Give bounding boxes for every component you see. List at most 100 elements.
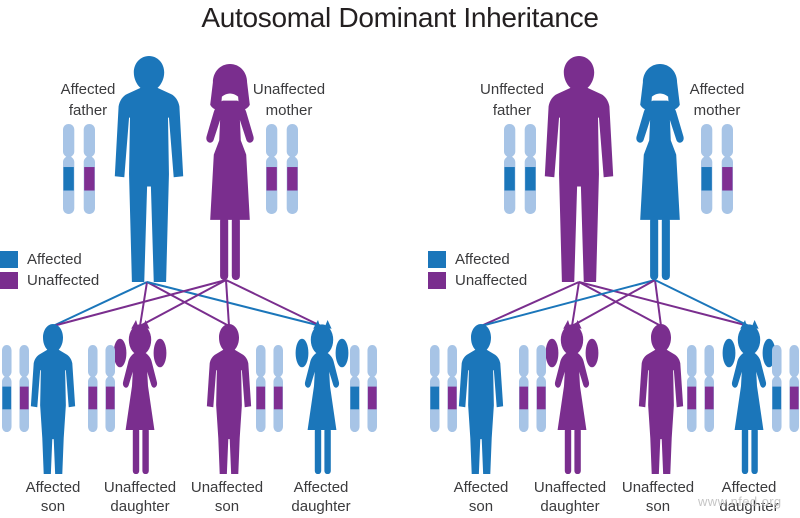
inheritance-line-panel2-mother-child3 [654, 279, 662, 327]
child-figure-left-4 [295, 320, 349, 474]
chromosome-maternal [286, 124, 298, 214]
inheritance-line-panel1-father-child1 [52, 281, 148, 327]
inheritance-line-panel1-mother-child4 [225, 279, 322, 327]
affected-swatch [428, 251, 446, 268]
affected-swatch [0, 251, 18, 268]
inheritance-line-panel1-mother-child1 [52, 279, 227, 327]
allele-band [519, 386, 529, 410]
chromosome-paternal [430, 345, 440, 432]
father-label-left: Affected father [60, 81, 116, 119]
father-chromosomes-left [63, 124, 95, 214]
allele-band [722, 167, 733, 191]
chromosome-paternal [504, 124, 516, 214]
chromosome-paternal [63, 124, 75, 214]
allele-band [525, 167, 536, 191]
child-figure-right-2 [545, 320, 599, 474]
mother-chromosomes-right [701, 124, 733, 214]
chromosome-maternal [83, 124, 95, 214]
diagram-title: Autosomal Dominant Inheritance [201, 2, 599, 33]
child-chromosomes-right-3 [687, 345, 714, 432]
chromosome-maternal [273, 345, 283, 432]
unaffected-swatch [0, 272, 18, 289]
allele-band [266, 167, 277, 191]
chromosome-paternal [256, 345, 266, 432]
watermark: www.nfed.org [698, 494, 782, 509]
child-chromosomes-left-1 [2, 345, 29, 432]
allele-band [430, 386, 440, 410]
father-label-right: Unffected father [480, 81, 544, 119]
chromosome-maternal [721, 124, 733, 214]
allele-band [367, 386, 377, 410]
inheritance-line-panel2-mother-child2 [571, 279, 656, 327]
inheritance-line-panel1-father-child2 [139, 281, 148, 327]
chromosome-maternal [105, 345, 115, 432]
chromosome-paternal [350, 345, 360, 432]
child-figure-left-3 [206, 324, 252, 474]
child-figure-left-2 [113, 320, 167, 474]
inheritance-line-panel1-mother-child3 [225, 279, 230, 327]
inheritance-line-panel2-father-child2 [571, 281, 580, 327]
legend-right: Affected Unaffected [428, 250, 527, 292]
child-chromosomes-left-3 [256, 345, 283, 432]
inheritance-line-panel1-father-child4 [146, 281, 322, 327]
child-chromosomes-left-4 [350, 345, 377, 432]
chromosome-maternal [19, 345, 29, 432]
chromosome-paternal [701, 124, 713, 214]
allele-band [504, 167, 515, 191]
allele-band [273, 386, 283, 410]
allele-band [287, 167, 298, 191]
mother-label-right: Affected mother [689, 81, 745, 119]
child-chromosomes-right-1 [430, 345, 457, 432]
allele-band [536, 386, 546, 410]
allele-band [2, 386, 12, 410]
allele-band [105, 386, 115, 410]
inheritance-line-panel1-mother-child2 [139, 279, 227, 327]
chromosome-maternal [447, 345, 457, 432]
inheritance-line-panel2-father-child3 [578, 281, 662, 327]
chromosome-maternal [536, 345, 546, 432]
chromosome-paternal [519, 345, 529, 432]
inheritance-line-panel2-mother-child1 [480, 279, 656, 327]
allele-band [701, 167, 712, 191]
chromosome-maternal [524, 124, 536, 214]
allele-band [19, 386, 29, 410]
inheritance-line-panel1-father-child3 [146, 281, 230, 327]
allele-band [256, 386, 266, 410]
father-chromosomes-right [504, 124, 536, 214]
allele-band [84, 167, 95, 191]
allele-band [687, 386, 697, 410]
inheritance-line-panel2-mother-child4 [654, 279, 750, 327]
legend-item-affected: Affected [0, 250, 99, 269]
legend-label: Affected [455, 251, 510, 268]
mother-chromosomes-left [266, 124, 298, 214]
inheritance-line-panel2-father-child4 [578, 281, 750, 327]
unaffected-swatch [428, 272, 446, 289]
child-chromosomes-right-4 [772, 345, 799, 432]
legend-label: Affected [27, 251, 82, 268]
child-figure-right-1 [458, 324, 504, 474]
allele-band [789, 386, 799, 410]
mother-label-left: Unaffected mother [252, 81, 326, 119]
allele-band [350, 386, 360, 410]
allele-band [88, 386, 98, 410]
allele-band [63, 167, 74, 191]
chromosome-paternal [772, 345, 782, 432]
chromosome-paternal [266, 124, 278, 214]
allele-band [447, 386, 457, 410]
child-figure-right-3 [638, 324, 684, 474]
legend-left: Affected Unaffected [0, 250, 99, 292]
legend-item-affected: Affected [428, 250, 527, 269]
chromosome-maternal [704, 345, 714, 432]
chromosome-paternal [88, 345, 98, 432]
chromosome-maternal [789, 345, 799, 432]
chromosome-paternal [2, 345, 12, 432]
